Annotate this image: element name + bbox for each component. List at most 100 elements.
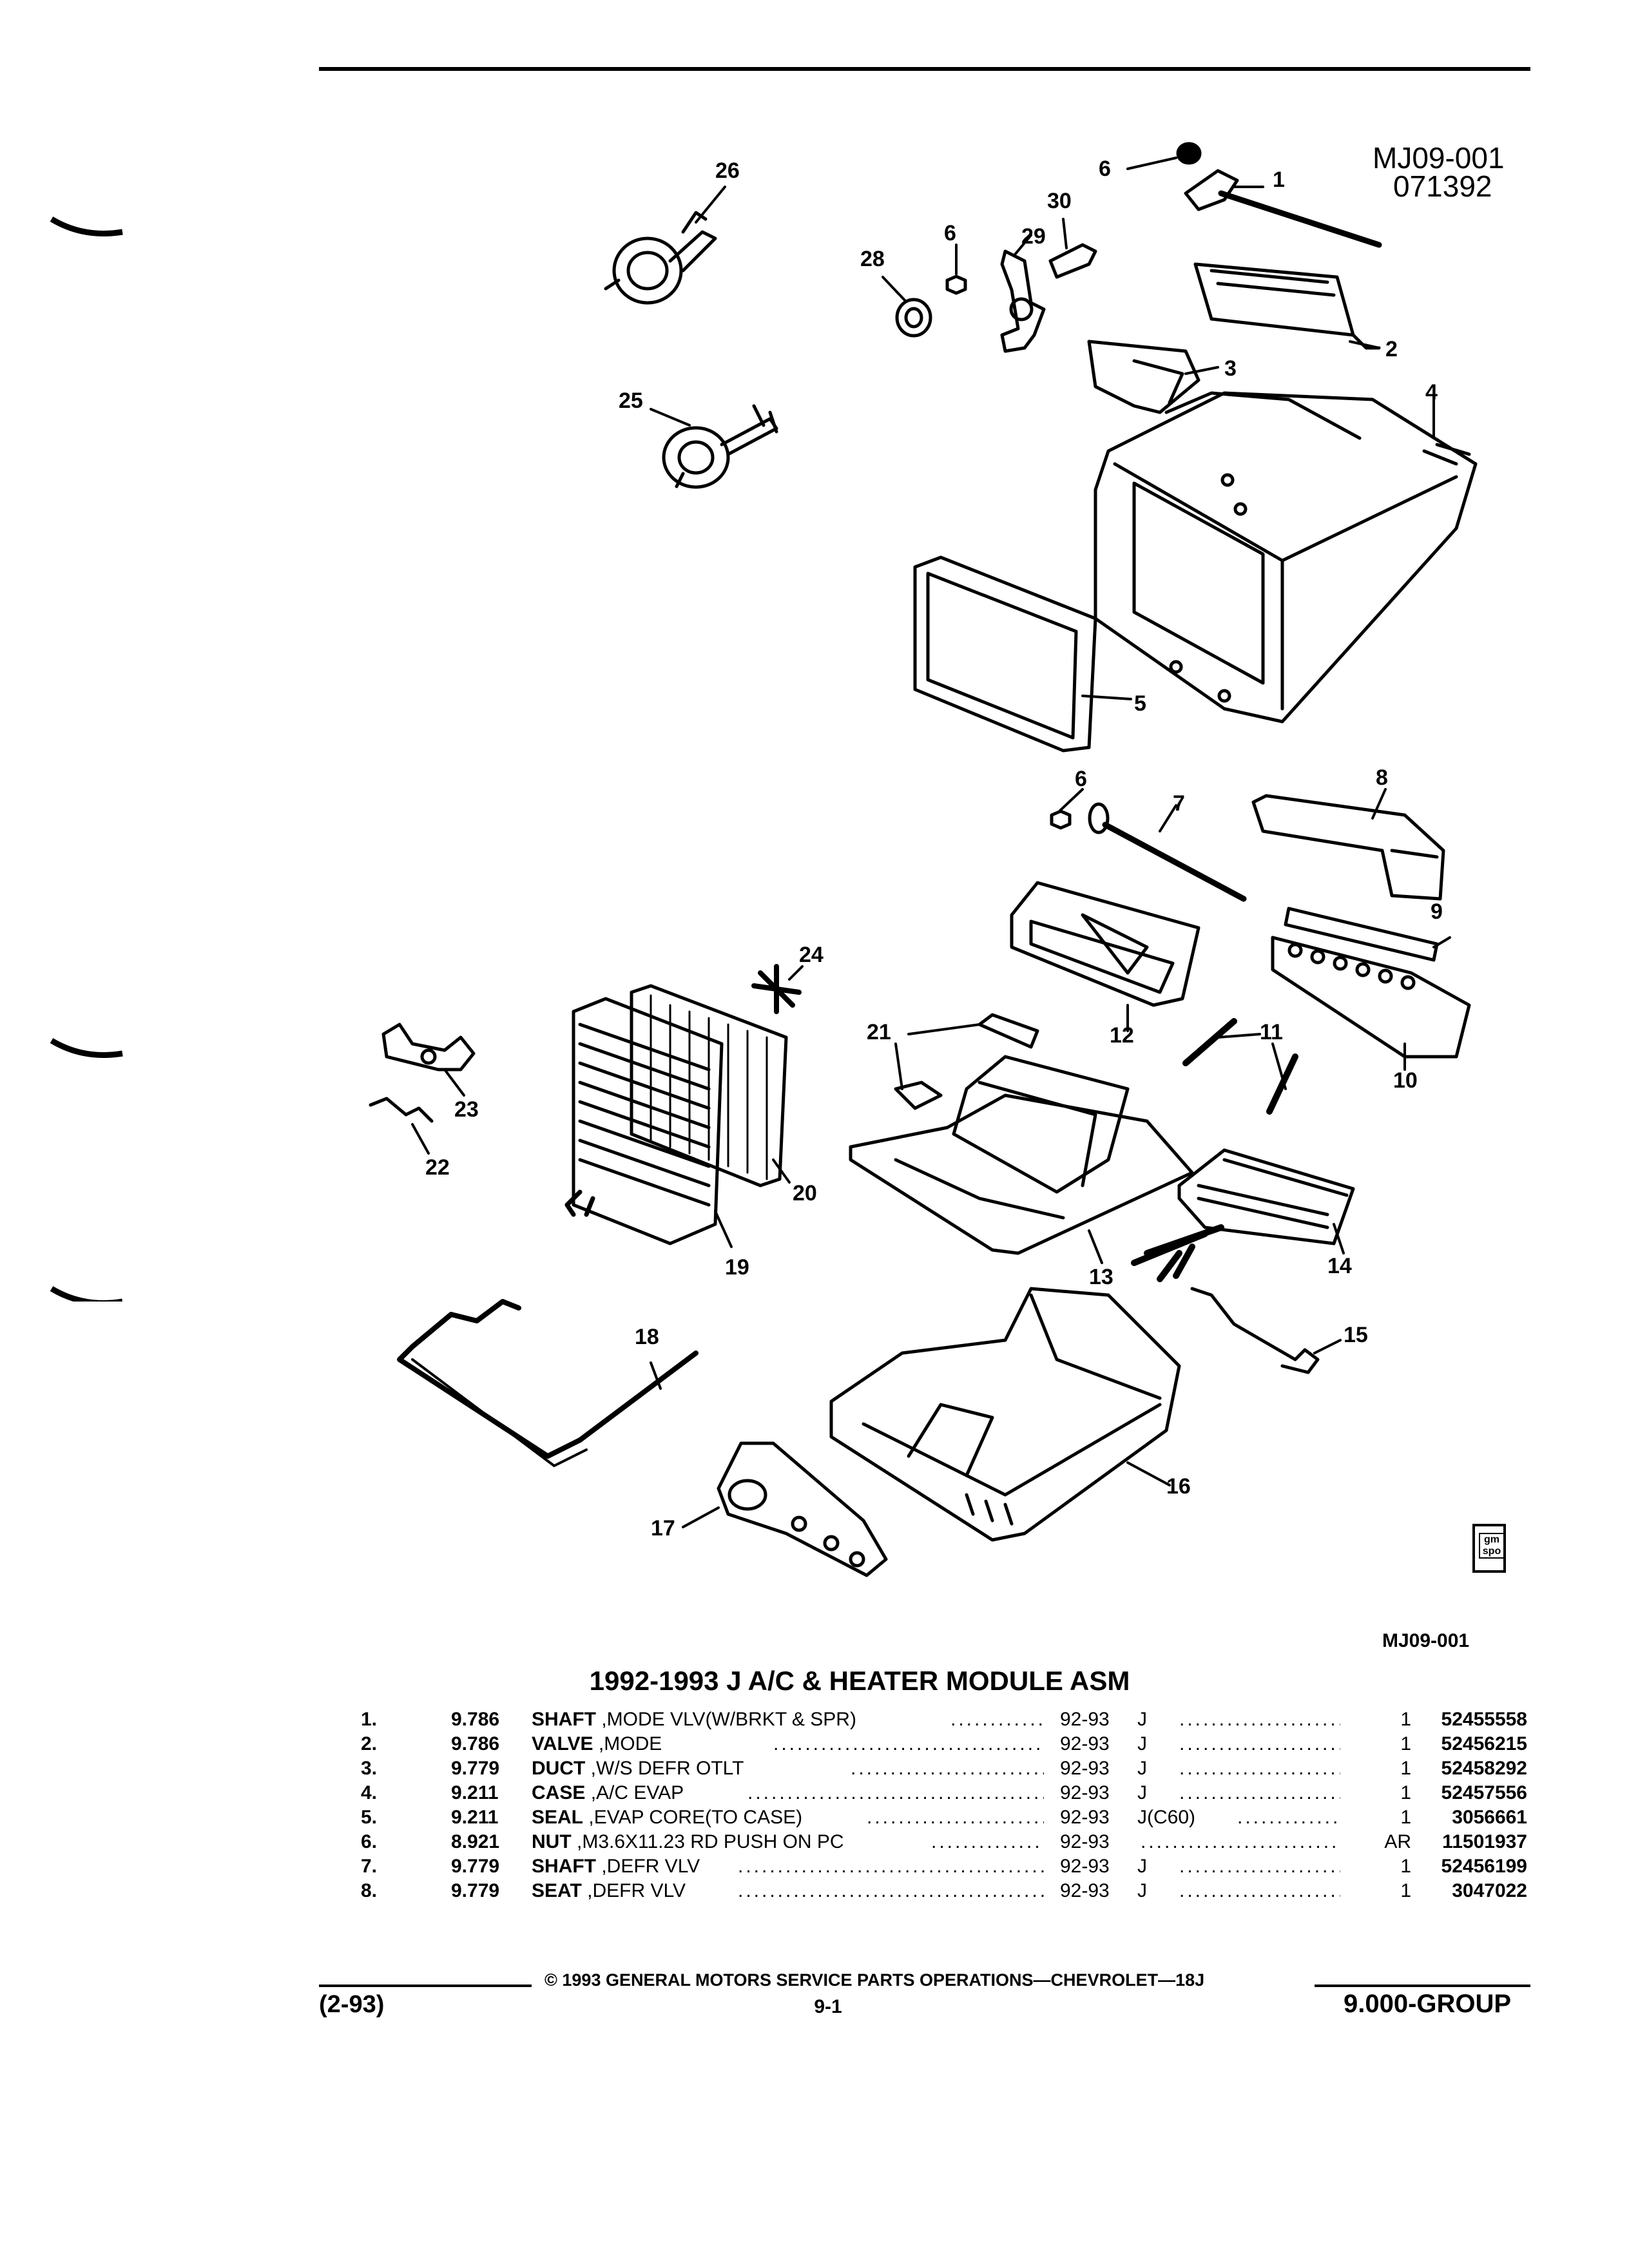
callout-14: 14 [1327, 1254, 1352, 1278]
table-row: 8. 9.779 SEAT ,DEFR VLV ................… [0, 1879, 1629, 1903]
table-row: 3. 9.779 DUCT ,W/S DEFR OTLT ...........… [0, 1756, 1629, 1781]
row-index: 2. [361, 1733, 378, 1754]
part-21-flanges [894, 1013, 1039, 1110]
footer-copyright: © 1993 GENERAL MOTORS SERVICE PARTS OPER… [545, 1970, 1205, 1990]
row-model: J [1137, 1733, 1147, 1754]
callout-16: 16 [1166, 1474, 1191, 1499]
callout-3: 3 [1224, 356, 1237, 381]
parts-table-title: 1992-1993 J A/C & HEATER MODULE ASM [589, 1666, 1130, 1696]
row-qty: 1 [1400, 1880, 1411, 1901]
part-23-bracket [381, 1023, 476, 1097]
row-name: SHAFT ,DEFR VLV [532, 1856, 700, 1877]
binder-marks [50, 216, 123, 1302]
table-row: 7. 9.779 SHAFT ,DEFR VLV ...............… [0, 1854, 1629, 1879]
row-part-number: 52456215 [1441, 1733, 1527, 1754]
part-4-case [1094, 391, 1478, 724]
leader-dots: ........................................ [738, 1856, 1044, 1877]
leader-dots: ........................................ [1237, 1807, 1340, 1828]
leader-dots: ........................................ [1179, 1782, 1340, 1803]
leader-dots: ........................................ [867, 1807, 1044, 1828]
row-name: SEAL ,EVAP CORE(TO CASE) [532, 1807, 803, 1828]
part-25-vacuum-actuator [650, 404, 778, 489]
callout-6-upper-right: 6 [1099, 157, 1111, 181]
part-19-evaporator [564, 997, 733, 1248]
row-qty: 1 [1400, 1807, 1411, 1828]
row-part-number: 52456199 [1441, 1856, 1527, 1877]
table-row: 4. 9.211 CASE ,A/C EVAP ................… [0, 1781, 1629, 1805]
callout-21: 21 [867, 1020, 891, 1044]
binder-mark-top [50, 216, 123, 236]
row-index: 3. [361, 1758, 378, 1779]
row-group: 9.211 [451, 1782, 499, 1803]
leader-dots: ........................................ [1141, 1831, 1340, 1852]
part-18-tube [397, 1299, 699, 1467]
row-model: J [1137, 1709, 1147, 1730]
row-qty: 1 [1400, 1709, 1411, 1730]
callout-5: 5 [1134, 691, 1146, 716]
callout-6-middle: 6 [1075, 767, 1087, 791]
figure-date-code: 071392 [1393, 169, 1492, 203]
row-name: SHAFT ,MODE VLV(W/BRKT & SPR) [532, 1709, 856, 1730]
footer-page-number: 9-1 [814, 1996, 842, 2017]
callout-11: 11 [1260, 1020, 1283, 1044]
callout-26: 26 [715, 159, 740, 183]
callout-23: 23 [454, 1097, 479, 1122]
callout-28: 28 [860, 247, 885, 271]
row-name: CASE ,A/C EVAP [532, 1782, 684, 1803]
row-qty: 1 [1400, 1733, 1411, 1754]
exploded-diagram [369, 142, 1478, 1577]
part-6-nut-upper-right [1126, 142, 1202, 170]
leader-dots: ........................................ [773, 1733, 1044, 1754]
part-28-grommet [882, 276, 932, 338]
table-row: 1. 9.786 SHAFT ,MODE VLV(W/BRKT & SPR) .… [0, 1707, 1629, 1732]
callout-18: 18 [635, 1325, 659, 1349]
row-group: 9.786 [451, 1709, 500, 1730]
row-model: J [1137, 1782, 1147, 1803]
row-years: 92-93 [1060, 1831, 1110, 1852]
row-group: 9.779 [451, 1856, 500, 1877]
callout-10: 10 [1393, 1068, 1418, 1093]
part-16-lower-case [829, 1287, 1181, 1542]
callout-17: 17 [651, 1516, 675, 1541]
callout-2: 2 [1385, 337, 1398, 361]
callout-7: 7 [1173, 791, 1185, 816]
row-years: 92-93 [1060, 1758, 1110, 1779]
part-9-seal-strip [1284, 907, 1451, 962]
row-name: SEAT ,DEFR VLV [532, 1880, 686, 1901]
callout-15: 15 [1344, 1323, 1368, 1347]
row-qty: 1 [1400, 1856, 1411, 1877]
part-11-shafts [1182, 1018, 1298, 1115]
leader-dots: ........................................ [738, 1880, 1044, 1901]
gm-spo-stamp: gm spo [1472, 1524, 1506, 1573]
part-1-shaft [1184, 169, 1382, 248]
part-14-heater-core [1131, 1148, 1355, 1282]
footer-rule-left [319, 1984, 532, 1987]
part-12-valve-frame [1010, 881, 1200, 1032]
leader-dots: ........................................ [950, 1709, 1044, 1730]
leader-dots: ........................................ [1179, 1880, 1340, 1901]
callout-24: 24 [799, 943, 824, 967]
callout-29: 29 [1021, 224, 1046, 249]
row-name: VALVE ,MODE [532, 1733, 662, 1754]
row-group: 9.786 [451, 1733, 500, 1754]
row-name: NUT ,M3.6X11.23 RD PUSH ON PC [532, 1831, 844, 1852]
callout-4: 4 [1425, 380, 1438, 405]
figure-code-bottom: MJ09-001 [1382, 1630, 1470, 1651]
part-13-case-lower [849, 1055, 1194, 1264]
row-name: DUCT ,W/S DEFR OTLT [532, 1758, 744, 1779]
part-24-clip [751, 964, 804, 1014]
callout-8: 8 [1376, 765, 1388, 790]
callout-1: 1 [1273, 168, 1285, 192]
row-part-number: 11501937 [1442, 1831, 1527, 1852]
row-years: 92-93 [1060, 1880, 1110, 1901]
row-model: J [1137, 1880, 1147, 1901]
row-qty: 1 [1400, 1782, 1411, 1803]
binder-mark-middle [50, 1038, 123, 1058]
leader-dots: ........................................ [931, 1831, 1044, 1852]
row-index: 4. [361, 1782, 378, 1803]
callout-20: 20 [793, 1181, 817, 1206]
binder-mark-bottom [50, 1286, 122, 1302]
leader-dots: ........................................ [1179, 1709, 1340, 1730]
table-row: 5. 9.211 SEAL ,EVAP CORE(TO CASE) ......… [0, 1805, 1629, 1830]
part-5-seal [913, 555, 1132, 753]
